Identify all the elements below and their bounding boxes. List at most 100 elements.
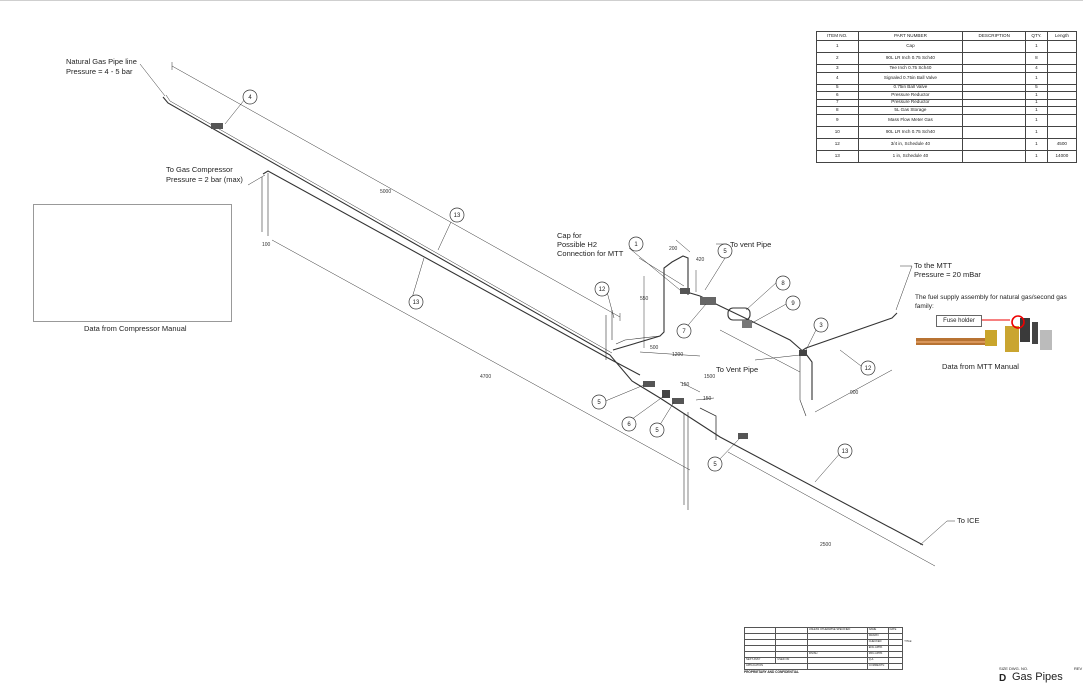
- compressor-drop: [261, 173, 269, 236]
- vent-drop: [805, 353, 813, 400]
- balloon-3: 3: [813, 317, 829, 333]
- valve-4: [211, 123, 223, 129]
- bom-header-item: ITEM NO.: [816, 31, 859, 41]
- balloon-9: 9: [785, 295, 801, 311]
- balloon-5-c: 5: [649, 422, 665, 438]
- natural-gas-pressure-label: Pressure = 4 - 5 bar: [66, 67, 133, 76]
- cap-label-3: Connection for MTT: [557, 249, 624, 258]
- balloon-1: 1: [628, 236, 644, 252]
- bom-header-desc: DESCRIPTION: [962, 31, 1027, 41]
- dim-5000: 5000: [380, 189, 391, 195]
- to-mtt-label: To the MTT: [914, 261, 952, 270]
- component-line: [679, 289, 807, 355]
- compressor-pipe: [262, 170, 641, 376]
- balloon-13-c: 13: [837, 443, 853, 459]
- mtt-pressure-label: Pressure = 20 mBar: [914, 270, 981, 279]
- svg-text:6: 6: [627, 422, 631, 428]
- svg-text:4: 4: [248, 95, 252, 101]
- reductor-6: [662, 390, 670, 398]
- dwg-no-label: DWG. NO.: [1009, 666, 1029, 671]
- dim-5000-line: [171, 65, 621, 318]
- compressor-pressure-label: Pressure = 2 bar (max): [166, 175, 243, 184]
- dimension-texts: 5000 4700 2500 900 1500 1200 500 550 420…: [262, 189, 859, 548]
- cap-branch: [612, 255, 689, 351]
- dim-4700-line: [271, 239, 691, 471]
- balloon-5-d: 5: [707, 456, 723, 472]
- svg-text:13: 13: [842, 449, 849, 455]
- dim-500: 500: [650, 345, 659, 351]
- svg-text:13: 13: [413, 300, 420, 306]
- cap-label-1: Cap for: [557, 231, 582, 240]
- svg-text:5: 5: [723, 249, 727, 255]
- dim-1500: 1500: [704, 374, 715, 380]
- dim-550: 550: [640, 296, 649, 302]
- proprietary-notice: PROPRIETARY AND CONFIDENTIAL: [744, 670, 799, 674]
- main-pipe: [162, 96, 924, 546]
- mass-flow-9: [742, 320, 752, 328]
- dim-150-a: 150: [681, 382, 690, 388]
- callout-balloons: 4 13 13 1 5 8 9 12 7 3 12 5 6 5 5 13: [242, 89, 876, 472]
- mtt-manual-title: The fuel supply assembly for natural gas…: [915, 294, 1067, 310]
- bom-header-length: Length: [1046, 31, 1078, 41]
- dimension-lines: [171, 62, 936, 567]
- balloon-13-b: 13: [408, 294, 424, 310]
- balloon-4: 4: [242, 89, 258, 105]
- balloon-12-a: 12: [594, 281, 610, 297]
- svg-text:1: 1: [634, 242, 638, 248]
- drawing-title: Gas Pipes: [1012, 671, 1063, 683]
- compressor-manual-box: [33, 204, 232, 322]
- dim-1500-line: [719, 329, 801, 373]
- bom-header-row: ITEM NO. PART NUMBER DESCRIPTION QTY. Le…: [816, 31, 1078, 41]
- balloon-6: 6: [621, 416, 637, 432]
- title-block: UNLESS OTHERWISE SPECIFIED: NAME DATE DR…: [743, 627, 1082, 687]
- valve-5-lower-b: [672, 398, 684, 404]
- svg-text:9: 9: [791, 301, 795, 307]
- annotation-labels: Natural Gas Pipe line Pressure = 4 - 5 b…: [66, 57, 981, 525]
- balloon-5-a: 5: [717, 243, 733, 259]
- balloon-8: 8: [775, 275, 791, 291]
- dim-2500: 2500: [820, 542, 831, 548]
- svg-text:3: 3: [819, 323, 823, 329]
- svg-text:8: 8: [781, 281, 785, 287]
- tee-3: [799, 350, 807, 356]
- mtt-photo-illustration: [916, 315, 1052, 352]
- svg-text:12: 12: [865, 366, 872, 372]
- dim-1200: 1200: [672, 352, 683, 358]
- to-ice-label: To ICE: [957, 516, 980, 525]
- valve-5-upper: [680, 288, 690, 294]
- balloon-7: 7: [676, 323, 692, 339]
- valve-5-lower-c: [738, 433, 748, 439]
- pipe-network: [162, 94, 924, 546]
- bom-header-qty: QTY.: [1025, 31, 1048, 41]
- gas-storage-8: [727, 307, 751, 321]
- svg-text:13: 13: [454, 213, 461, 219]
- svg-text:12: 12: [599, 287, 606, 293]
- dim-900: 900: [850, 390, 859, 396]
- natural-gas-line-label: Natural Gas Pipe line: [66, 57, 137, 66]
- balloon-12-b: 12: [860, 360, 876, 376]
- dim-420: 420: [696, 257, 705, 263]
- svg-text:5: 5: [655, 428, 659, 434]
- valve-5-lower-a: [643, 381, 655, 387]
- compressor-manual-caption: Data from Compressor Manual: [84, 324, 187, 333]
- leader-lines: [139, 63, 955, 546]
- bom-header-part: PART NUMBER: [857, 31, 964, 41]
- dim-2500-line: [727, 451, 936, 567]
- balloon-5-b: 5: [591, 394, 607, 410]
- reductor-7: [700, 297, 716, 305]
- svg-text:5: 5: [597, 400, 601, 406]
- to-vent-pipe-upper: To vent Pipe: [730, 240, 771, 249]
- svg-text:5: 5: [713, 462, 717, 468]
- balloon-13-a: 13: [449, 207, 465, 223]
- top-border-line: [0, 0, 1083, 1]
- main-pipe-edge: [165, 94, 613, 354]
- bill-of-materials-table: ITEM NO. PART NUMBER DESCRIPTION QTY. Le…: [816, 31, 1078, 163]
